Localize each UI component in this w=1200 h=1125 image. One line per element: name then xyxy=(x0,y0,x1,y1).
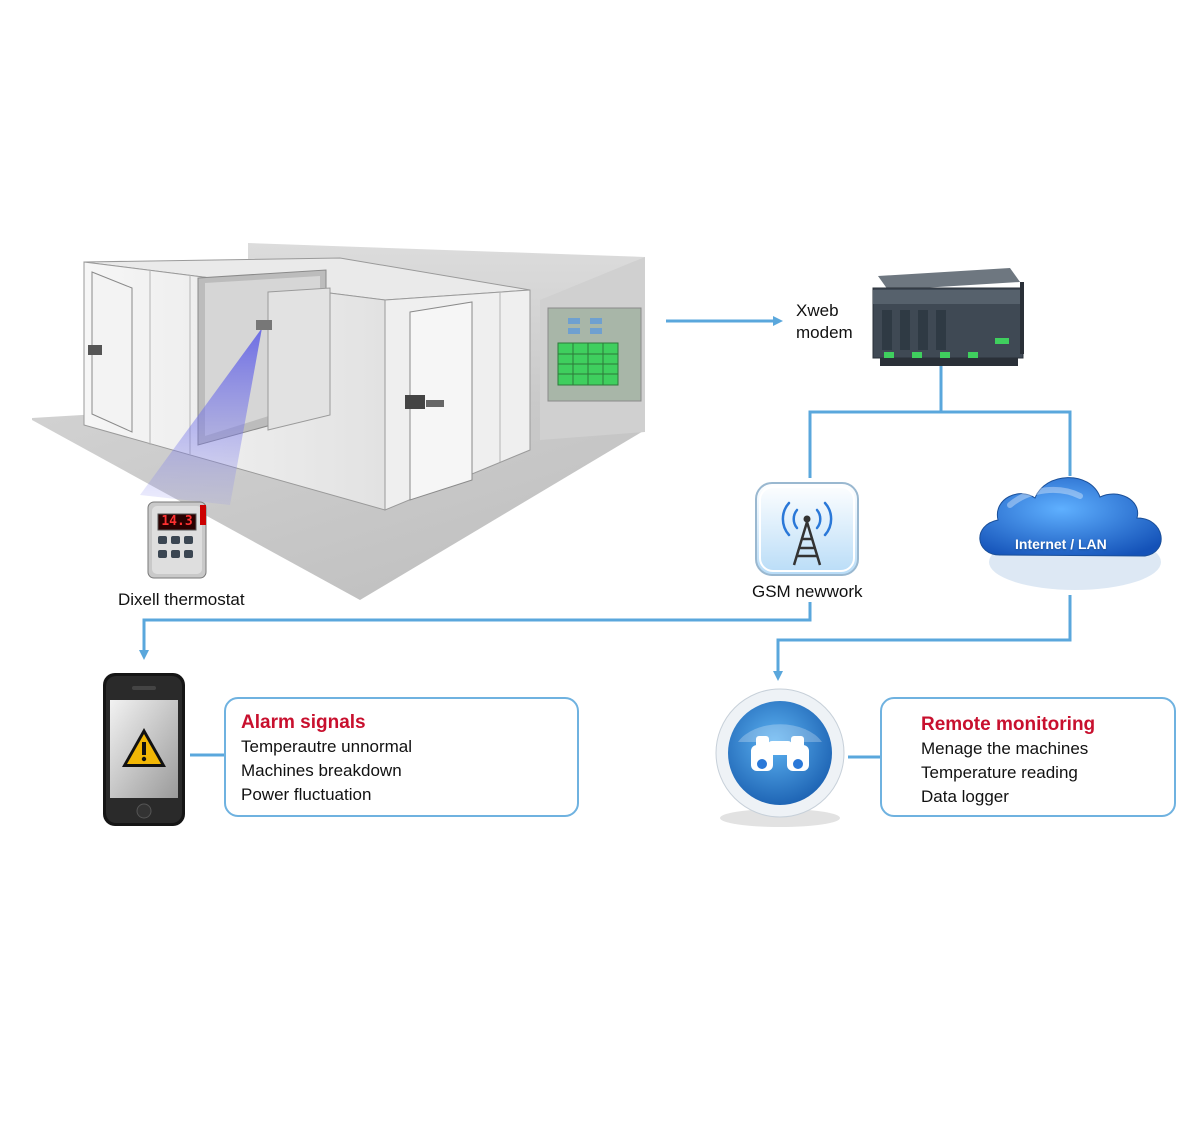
connector-lines xyxy=(139,316,1072,759)
internet-label: Internet / LAN xyxy=(1015,536,1107,552)
connector-split xyxy=(808,410,1072,478)
connector-internet-monitor xyxy=(773,595,1072,681)
gsm-tower-icon xyxy=(755,482,859,576)
remote-monitoring-box: Remote monitoring Menage the machines Te… xyxy=(880,697,1176,817)
thermostat-display: 14.3 xyxy=(161,514,193,529)
modem-label-line1: Xweb xyxy=(796,301,839,320)
connector-gsm-phone xyxy=(139,602,812,660)
modem-icon xyxy=(872,268,1024,366)
warning-icon xyxy=(122,728,166,767)
cloud-icon xyxy=(979,477,1162,590)
monitor-item: Data logger xyxy=(921,787,1009,806)
remote-monitoring-title: Remote monitoring xyxy=(921,714,1096,735)
alarm-signals-title: Alarm signals xyxy=(241,712,366,733)
alarm-item: Power fluctuation xyxy=(241,785,372,804)
monitor-item: Temperature reading xyxy=(921,763,1078,782)
monitor-item: Menage the machines xyxy=(921,739,1089,758)
modem-label-line2: modem xyxy=(796,323,853,342)
thermostat-label: Dixell thermostat xyxy=(118,590,245,609)
alarm-item: Temperautre unnormal xyxy=(241,737,413,756)
thermostat-icon xyxy=(147,501,207,579)
alarm-signals-box: Alarm signals Temperautre unnormal Machi… xyxy=(224,697,579,817)
cold-room-icon xyxy=(32,243,645,600)
gsm-label: GSM newwork xyxy=(752,582,863,601)
binoculars-icon xyxy=(715,688,845,827)
phone-alert-icon xyxy=(103,673,185,826)
alarm-item: Machines breakdown xyxy=(241,761,402,780)
